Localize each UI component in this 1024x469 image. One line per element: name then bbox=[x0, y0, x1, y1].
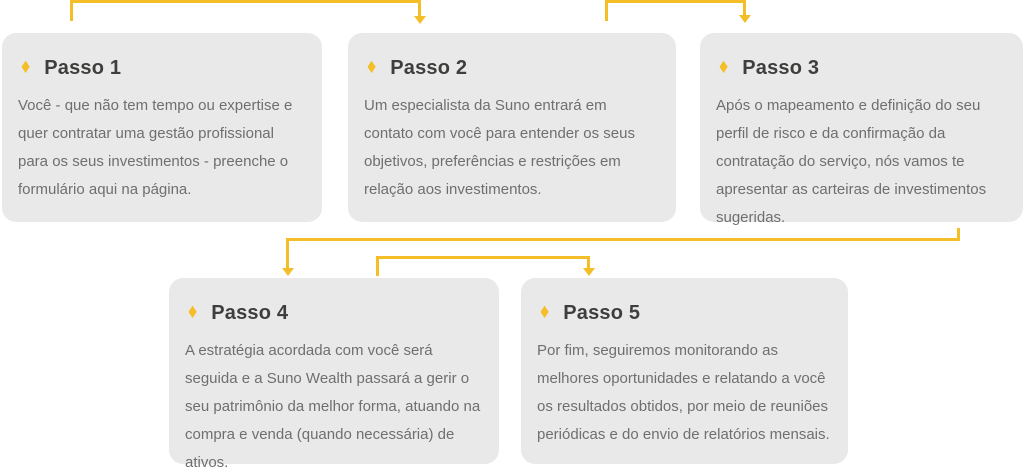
diamond-bullet-icon: ♦ bbox=[19, 58, 33, 78]
step-title: Passo 1 bbox=[44, 57, 122, 79]
arrow-down-icon bbox=[282, 268, 294, 276]
diamond-bullet-icon: ♦ bbox=[538, 303, 552, 323]
step-title: Passo 2 bbox=[390, 57, 468, 79]
arrow-down-icon bbox=[739, 15, 751, 23]
connector-3-4-horizontal-line bbox=[286, 238, 960, 241]
step-description: A estratégia acordada com você será segu… bbox=[185, 342, 481, 469]
diamond-bullet-icon: ♦ bbox=[365, 58, 379, 78]
step-description: Por fim, seguiremos monitorando as melho… bbox=[537, 342, 830, 443]
arrow-down-icon bbox=[414, 16, 426, 24]
connector-1-2-source-line bbox=[70, 0, 73, 21]
connector-4-5-target-line bbox=[587, 256, 590, 269]
step-description: Um especialista da Suno entrará em conta… bbox=[364, 97, 635, 198]
connector-2-3-source-line bbox=[605, 0, 608, 21]
connector-3-4-source-line bbox=[957, 228, 960, 241]
step-description: Você - que não tem tempo ou expertise e … bbox=[18, 97, 293, 198]
step-card-header: ♦ Passo 2 bbox=[364, 57, 658, 80]
step-card-passo-1: ♦ Passo 1 Você - que não tem tempo ou ex… bbox=[2, 33, 322, 222]
step-card-passo-4: ♦ Passo 4 A estratégia acordada com você… bbox=[169, 278, 499, 469]
step-title: Passo 3 bbox=[742, 57, 820, 79]
diamond-bullet-icon: ♦ bbox=[717, 58, 731, 78]
connector-4-5-horizontal-line bbox=[376, 256, 590, 259]
step-card-passo-5: ♦ Passo 5 Por fim, seguiremos monitorand… bbox=[521, 278, 848, 464]
step-card-passo-2: ♦ Passo 2 Um especialista da Suno entrar… bbox=[348, 33, 676, 222]
connector-2-3-target-line bbox=[743, 0, 746, 16]
connector-1-2-target-line bbox=[418, 0, 421, 17]
step-description: Após o mapeamento e definição do seu per… bbox=[716, 97, 987, 226]
connector-3-4-target-line bbox=[286, 238, 289, 269]
connector-2-3-horizontal-line bbox=[605, 0, 746, 3]
step-card-header: ♦ Passo 5 bbox=[537, 302, 830, 325]
step-card-passo-3: ♦ Passo 3 Após o mapeamento e definição … bbox=[700, 33, 1023, 226]
diamond-bullet-icon: ♦ bbox=[186, 303, 200, 323]
step-card-header: ♦ Passo 4 bbox=[185, 302, 481, 325]
step-card-header: ♦ Passo 1 bbox=[18, 57, 304, 80]
step-title: Passo 5 bbox=[563, 302, 641, 324]
connector-4-5-source-line bbox=[376, 256, 379, 276]
step-title: Passo 4 bbox=[211, 302, 289, 324]
arrow-down-icon bbox=[583, 268, 595, 276]
connector-1-2-horizontal-line bbox=[70, 0, 421, 3]
step-card-header: ♦ Passo 3 bbox=[716, 57, 1005, 80]
